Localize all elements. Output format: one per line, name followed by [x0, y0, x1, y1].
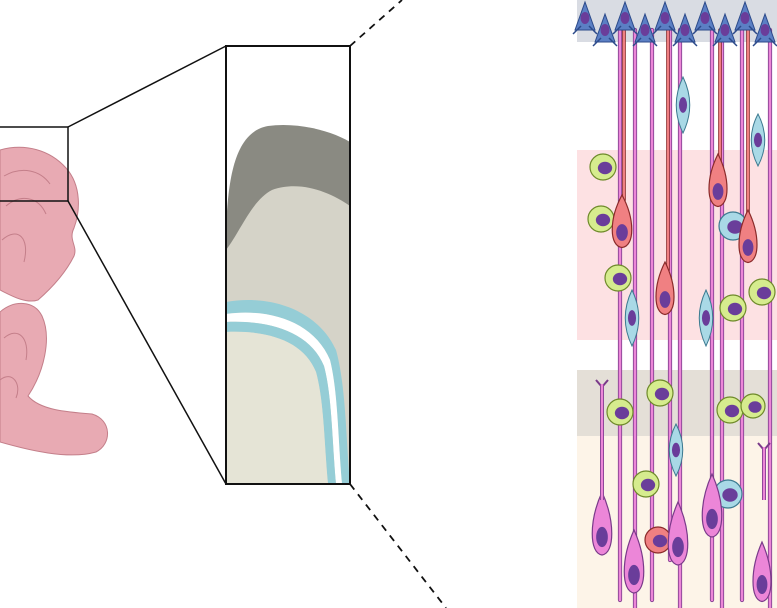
radial-glia-cell-nucleus	[678, 97, 688, 113]
brain-sulcus	[1, 233, 26, 263]
apical-process	[632, 37, 642, 47]
apical-progenitor-nucleus	[580, 12, 590, 24]
apical-process	[648, 37, 658, 47]
intermediate-progenitor-cell-nucleus	[724, 404, 740, 418]
radial-glia-cell-nucleus	[753, 132, 763, 148]
cortex-light-layer	[226, 331, 328, 484]
apical-process	[688, 37, 698, 47]
apical-progenitor-nucleus	[620, 12, 630, 24]
intermediate-progenitor-cell-nucleus	[595, 213, 611, 227]
apical-progenitor-nucleus	[660, 12, 670, 24]
outer-radial-glia-cell-nucleus	[722, 488, 738, 502]
apical-process	[608, 37, 618, 47]
intermediate-progenitor-cell-nucleus	[640, 478, 656, 492]
zoom-line-bottom	[67, 200, 227, 485]
apical-progenitor-nucleus	[680, 24, 690, 36]
apical-process	[628, 25, 638, 35]
apical-process	[752, 37, 762, 47]
migrating-neuron-round-nucleus	[652, 534, 668, 548]
apical-process	[768, 37, 777, 47]
brain-sulcus	[0, 376, 19, 399]
intermediate-progenitor-cell-nucleus	[612, 272, 628, 286]
apical-progenitor-nucleus	[720, 24, 730, 36]
apical-process	[712, 37, 722, 47]
dashed-zoom-line-top	[349, 0, 403, 47]
apical-process	[732, 25, 742, 35]
apical-process	[592, 37, 602, 47]
apical-process	[612, 25, 622, 35]
apical-progenitor-nucleus	[600, 24, 610, 36]
intermediate-progenitor-cell-nucleus	[756, 286, 772, 300]
brain-sulcus	[5, 198, 47, 215]
cortical-neuron-nucleus	[596, 526, 608, 548]
intermediate-progenitor-cell-nucleus	[727, 302, 743, 316]
intermediate-progenitor-cell-nucleus	[654, 387, 670, 401]
brain-lower-lobe	[0, 303, 108, 456]
dashed-zoom-line-bottom	[349, 483, 447, 608]
brain-sulcus	[3, 169, 51, 185]
apical-process	[748, 25, 758, 35]
intermediate-progenitor-cell-nucleus	[748, 401, 762, 413]
apical-progenitor-nucleus	[700, 12, 710, 24]
cell-layer-diagram	[572, 0, 777, 608]
brain-selection-box	[0, 126, 69, 202]
migrating-neuron-nucleus	[616, 224, 628, 241]
apical-progenitor-nucleus	[740, 12, 750, 24]
panel-frame	[225, 45, 351, 485]
outer-radial-glia-cell-nucleus	[727, 220, 743, 234]
cortical-neuron-nucleus	[706, 508, 718, 530]
magnified-cortex-panel	[225, 45, 351, 485]
apical-process	[572, 25, 582, 35]
cortical-neuron-nucleus	[756, 574, 768, 595]
zoom-line-top	[67, 45, 227, 128]
radial-glia-cell-nucleus	[701, 310, 711, 326]
apical-progenitor-nucleus	[760, 24, 770, 36]
migrating-neuron-nucleus	[712, 183, 724, 200]
radial-glia-cell-nucleus	[627, 310, 637, 326]
apical-progenitor-nucleus	[640, 24, 650, 36]
apical-process	[672, 37, 682, 47]
apical-process	[668, 25, 678, 35]
cortical-neuron-nucleus	[628, 564, 640, 586]
migrating-neuron-nucleus	[742, 239, 754, 256]
apical-process	[652, 25, 662, 35]
intermediate-progenitor-cell-nucleus	[597, 161, 613, 175]
apical-process	[588, 25, 598, 35]
apical-process	[708, 25, 718, 35]
brain-sulcus	[3, 332, 28, 361]
brain-illustration	[0, 146, 108, 456]
intermediate-progenitor-cell-nucleus	[614, 406, 630, 420]
radial-glia-cell-nucleus	[671, 442, 681, 458]
brain-upper-lobe	[0, 146, 79, 302]
cortical-neuron-nucleus	[672, 536, 684, 558]
apical-process	[692, 25, 702, 35]
migrating-neuron-nucleus	[659, 291, 671, 308]
apical-process	[728, 37, 738, 47]
